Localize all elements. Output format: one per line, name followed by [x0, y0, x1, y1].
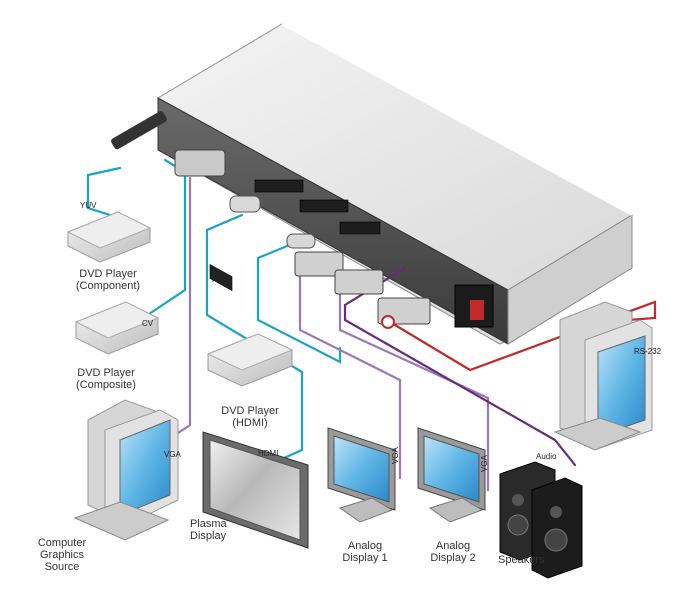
cable-label-yuv: YUV — [80, 201, 97, 210]
cable-label-cv: CV — [142, 319, 154, 328]
plasma-display-icon — [202, 431, 309, 549]
cable-label-hdmi-bottom: HDMI — [258, 449, 279, 458]
analog-display-1-icon — [327, 427, 396, 523]
device-label-dvd-composite: DVD Player(Composite) — [76, 367, 136, 391]
computer-rs232-icon — [553, 301, 653, 451]
computer-source-icon — [73, 399, 179, 541]
switcher-unit — [156, 23, 634, 345]
dvd-player-component-icon — [66, 211, 152, 263]
cable-label-vga-display2: VGA — [480, 455, 489, 472]
dvd-player-composite-icon — [74, 301, 160, 355]
speakers-icon — [499, 461, 583, 579]
device-label-dvd-hdmi: DVD Player(HDMI) — [221, 405, 279, 429]
cable-label-hdmi-top: HDMI — [212, 275, 233, 284]
device-label-speakers: Speakers — [498, 554, 545, 566]
cable-label-vga-display1: VGA — [391, 447, 400, 464]
cable-label-vga-left: VGA — [164, 450, 181, 459]
analog-display-2-icon — [417, 427, 486, 523]
cable-connectors — [111, 111, 431, 329]
cable-label-rs232: RS-232 — [634, 347, 662, 356]
device-label-dvd-component: DVD Player(Component) — [75, 268, 141, 292]
cable-label-audio: Audio — [536, 452, 557, 461]
dvd-player-hdmi-icon — [206, 333, 294, 387]
